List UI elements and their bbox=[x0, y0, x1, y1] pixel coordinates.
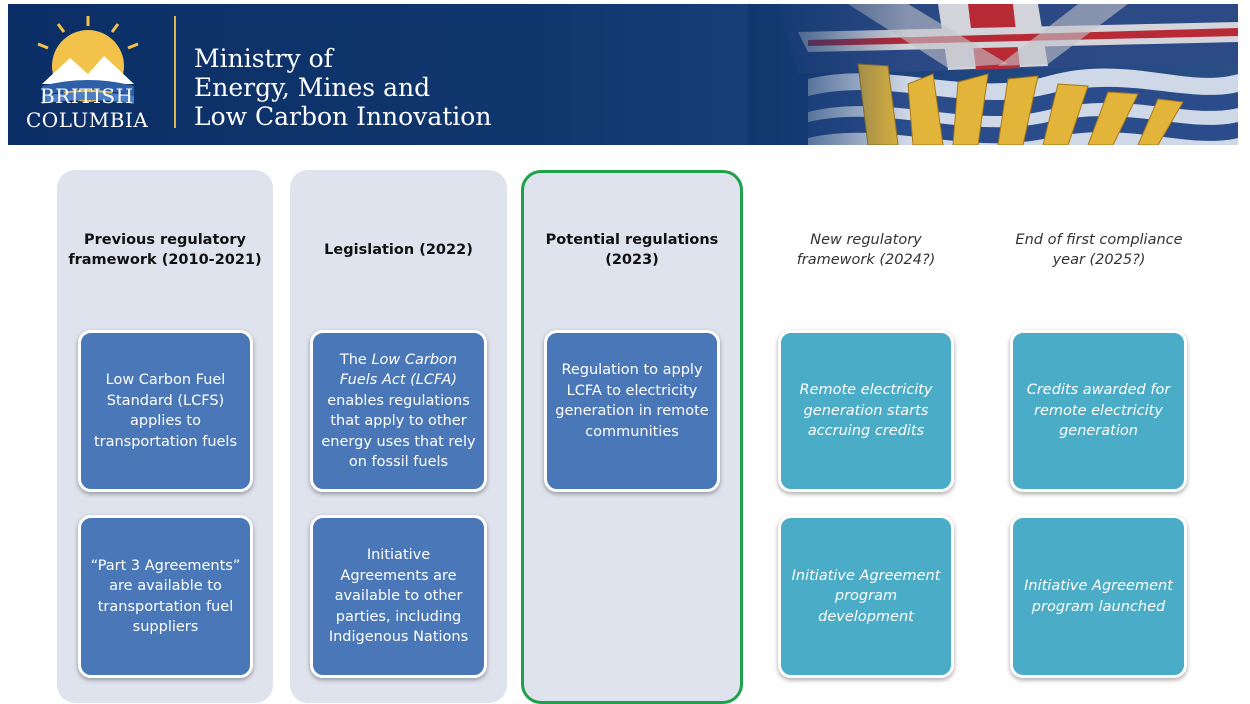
bc-logo-icon bbox=[37, 16, 139, 104]
heading-potential-regulations: Potential regulations (2023) bbox=[545, 232, 719, 268]
box-part3-agreements-text: “Part 3 Agreements” are available to tra… bbox=[90, 557, 241, 636]
box-lcfs: Low Carbon Fuel Standard (LCFS) applies … bbox=[78, 330, 253, 492]
ministry-line-3: Low Carbon Innovation bbox=[194, 102, 492, 131]
box-lcfa: The Low Carbon Fuels Act (LCFA) enables … bbox=[310, 330, 487, 492]
ministry-line-2: Energy, Mines and bbox=[194, 73, 431, 102]
lcfa-act-name: Low Carbon Fuels Act (LCFA) bbox=[339, 351, 458, 389]
bc-flag-image bbox=[748, 4, 1238, 145]
heading-previous-framework: Previous regulatory framework (2010-2021… bbox=[68, 232, 262, 268]
ministry-name: Ministry of Energy, Mines and Low Carbon… bbox=[194, 44, 491, 131]
ministry-line-1: Ministry of bbox=[194, 44, 333, 73]
box-lcfa-text: The Low Carbon Fuels Act (LCFA) enables … bbox=[321, 351, 476, 471]
box-remote-generation-credits-text: Remote electricity generation starts acc… bbox=[799, 382, 933, 440]
box-lcfs-text: Low Carbon Fuel Standard (LCFS) applies … bbox=[93, 372, 238, 450]
box-remote-generation-credits: Remote electricity generation starts acc… bbox=[778, 330, 954, 492]
logo-divider bbox=[174, 16, 176, 128]
box-credits-awarded-text: Credits awarded for remote electricity g… bbox=[1026, 382, 1171, 440]
logo-text-british: BRITISH bbox=[40, 84, 134, 108]
banner-background: BRITISH COLUMBIA Ministry of Energy, Min… bbox=[8, 4, 1238, 145]
box-initiative-program-launched-text: Initiative Agreement program launched bbox=[1024, 578, 1173, 615]
box-initiative-program-development: Initiative Agreement program development bbox=[778, 515, 954, 678]
box-initiative-program-launched: Initiative Agreement program launched bbox=[1010, 515, 1187, 678]
box-regulation-remote-communities-text: Regulation to apply LCFA to electricity … bbox=[555, 362, 709, 440]
box-initiative-program-development-text: Initiative Agreement program development bbox=[791, 567, 941, 625]
header-banner: BRITISH COLUMBIA Ministry of Energy, Min… bbox=[0, 0, 1250, 148]
box-credits-awarded: Credits awarded for remote electricity g… bbox=[1010, 330, 1187, 492]
box-regulation-remote-communities: Regulation to apply LCFA to electricity … bbox=[544, 330, 720, 492]
heading-legislation: Legislation (2022) bbox=[324, 242, 473, 258]
box-initiative-agreements-available: Initiative Agreements are available to o… bbox=[310, 515, 487, 678]
box-part3-agreements: “Part 3 Agreements” are available to tra… bbox=[78, 515, 253, 678]
heading-first-compliance-year: End of first compliance year (2025?) bbox=[1015, 232, 1183, 268]
box-initiative-agreements-available-text: Initiative Agreements are available to o… bbox=[328, 547, 469, 646]
heading-new-framework: New regulatory framework (2024?) bbox=[796, 232, 936, 268]
logo-text-columbia: COLUMBIA bbox=[26, 108, 149, 132]
